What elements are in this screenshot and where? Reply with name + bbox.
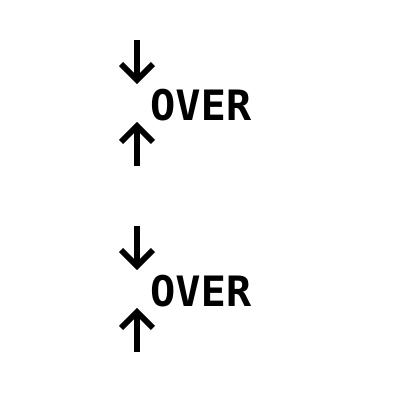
arrow-down-icon	[118, 38, 156, 84]
arrow-up-icon	[118, 122, 156, 168]
over-group-1: OVER	[0, 38, 400, 188]
over-group-2: OVER	[0, 224, 400, 374]
over-label: OVER	[150, 81, 252, 130]
arrow-up-icon	[118, 308, 156, 354]
over-label: OVER	[150, 267, 252, 316]
arrow-down-icon	[118, 224, 156, 270]
